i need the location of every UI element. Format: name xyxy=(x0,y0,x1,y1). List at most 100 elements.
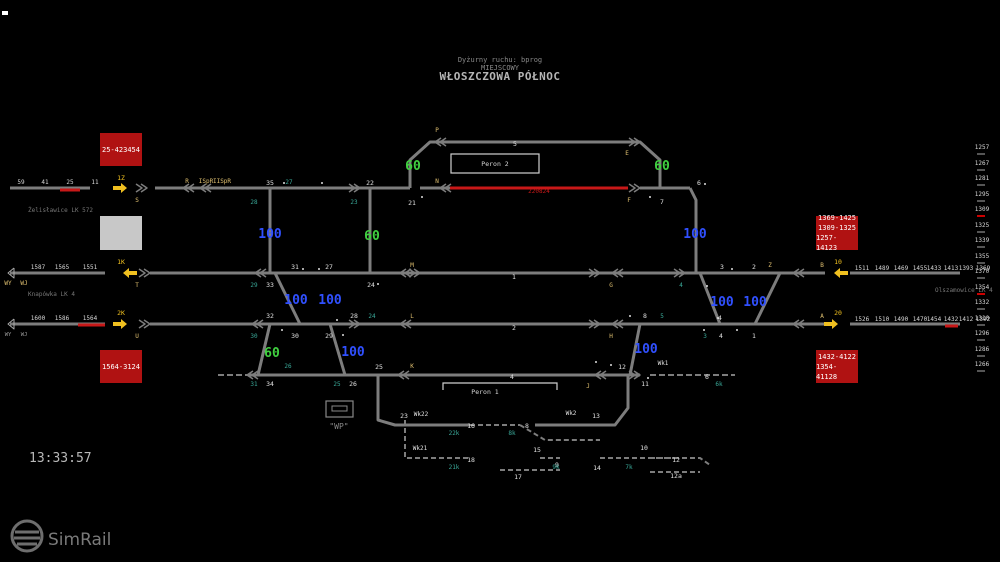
block-number: 1412 xyxy=(959,316,974,323)
block-number: 1470 xyxy=(913,316,928,323)
platform-1-label: Peron 1 xyxy=(471,388,498,396)
switch-chevron-icon xyxy=(182,183,190,193)
logo-text: SimRail xyxy=(48,530,112,550)
block-list-bar xyxy=(977,184,985,186)
track-number: 4 xyxy=(510,373,514,381)
switch-chevron-icon xyxy=(593,319,601,329)
track-number-secondary: 31 xyxy=(250,381,258,388)
track-number: 10 xyxy=(640,444,648,452)
switch-label: Wk1 xyxy=(658,360,669,367)
signal-letter: L xyxy=(410,313,414,320)
track-number: 29 xyxy=(325,332,333,340)
track-number: 5 xyxy=(513,140,517,148)
block-list-item: 1370 xyxy=(974,268,990,275)
switch-chevron-icon xyxy=(256,319,264,329)
block-list-bar xyxy=(977,277,985,279)
signal-dot-icon xyxy=(321,182,323,184)
signal-2K-icon xyxy=(113,319,127,329)
track-circuit-label: 7k xyxy=(625,464,633,471)
signal-dot-icon xyxy=(703,329,705,331)
empty-train-slot[interactable] xyxy=(100,216,142,250)
speed-label: 60 xyxy=(364,229,380,244)
track-yard-15 xyxy=(519,424,600,441)
track-circuit-label: 22k xyxy=(449,430,460,437)
switch-chevron-icon xyxy=(135,183,143,193)
switch-label: Wk2 xyxy=(566,410,577,417)
track-number: 31 xyxy=(291,263,299,271)
signal-dot-icon xyxy=(736,329,738,331)
train-box-top-right[interactable]: 1369-1425 1309-1325 1257-14123 xyxy=(816,214,858,252)
signal-letter: Z xyxy=(768,262,772,269)
line-label: Żelisławice LK 572 xyxy=(28,207,93,214)
track-number: 3 xyxy=(720,263,724,271)
track-crossover-e3 xyxy=(698,272,722,325)
duty-operator-line: Dyżurny ruchu: bprog xyxy=(457,56,543,64)
track-crossover-e2 xyxy=(628,323,642,376)
signal-dot-icon xyxy=(649,196,651,198)
block-number: 1393 xyxy=(959,265,974,272)
block-list-item: 1332 xyxy=(974,299,990,306)
signal-letter: H xyxy=(609,333,613,340)
track-yard-18 xyxy=(404,420,470,459)
speed-label: 60 xyxy=(654,159,670,174)
block-list-item: 1354 xyxy=(974,283,990,291)
platform-1 xyxy=(442,382,558,390)
track-number: 11 xyxy=(641,380,649,388)
block-list-item: 1310 xyxy=(974,314,990,322)
speed-label: 100 xyxy=(743,295,767,310)
switch-chevron-icon xyxy=(199,183,207,193)
track-number: 22 xyxy=(366,179,374,187)
speed-label: 100 xyxy=(341,345,365,360)
track-number: 16 xyxy=(467,422,475,430)
block-number: 1490 xyxy=(894,316,909,323)
switch-chevron-icon xyxy=(138,319,146,329)
train-box-bottom-left[interactable]: 1564-3124 xyxy=(100,350,142,383)
signal-dot-icon xyxy=(647,377,649,379)
signal-1Z-icon xyxy=(113,183,127,193)
train-box-line: 1257-14123 xyxy=(816,234,838,252)
speed-label: 100 xyxy=(634,342,658,357)
switch-chevron-icon xyxy=(616,268,624,278)
signal-letter: WY xyxy=(5,332,12,338)
train-box-top-left[interactable]: 25-423454 xyxy=(100,133,142,166)
train-box-label: 25-423454 xyxy=(102,145,140,154)
track-number: 2 xyxy=(512,324,516,332)
track-number: 13 xyxy=(592,412,600,420)
track-number: 12a xyxy=(670,472,682,480)
track-number-secondary: 29 xyxy=(250,282,258,289)
switch-chevron-icon xyxy=(797,268,805,278)
switch-chevron-icon xyxy=(678,268,686,278)
switch-chevron-icon xyxy=(611,268,619,278)
switch-chevron-icon xyxy=(408,268,416,278)
block-list-bar xyxy=(977,246,985,248)
block-number: 1369 xyxy=(976,265,991,272)
wp-panel-icon xyxy=(325,400,354,418)
signal-10-icon xyxy=(834,268,848,278)
signal-letter: G xyxy=(609,282,613,289)
track-number: 27 xyxy=(325,263,333,271)
block-number: 1551 xyxy=(83,264,98,271)
signal-dot-icon xyxy=(336,319,338,321)
speed-label: 60 xyxy=(264,346,280,361)
track-number: 1 xyxy=(752,332,756,340)
platform-2-label: Peron 2 xyxy=(481,160,508,168)
switch-chevron-icon xyxy=(140,183,148,193)
station-title: WŁOSZCZOWA PÓŁNOC xyxy=(439,70,561,83)
speed-label: 100 xyxy=(318,293,342,308)
track-number-secondary: 26 xyxy=(284,363,292,370)
track-crossover-w5 xyxy=(256,323,272,376)
track-number-secondary: 5 xyxy=(660,313,664,320)
speed-label: 100 xyxy=(284,293,308,308)
track-number: 1 xyxy=(512,273,516,281)
track-number: 2 xyxy=(752,263,756,271)
block-number: 1565 xyxy=(55,264,70,271)
track-number: 33 xyxy=(266,281,274,289)
block-number: 11 xyxy=(91,179,99,186)
track-number: 7 xyxy=(660,198,664,206)
signal-letter: A xyxy=(820,313,824,320)
signal-20-icon xyxy=(824,319,838,329)
wp-panel-icon xyxy=(331,405,348,412)
block-list-bar xyxy=(977,199,985,202)
signal-letter: WJ xyxy=(20,280,27,287)
train-box-bottom-right[interactable]: 1432-4122 1354-41128 xyxy=(816,350,858,383)
